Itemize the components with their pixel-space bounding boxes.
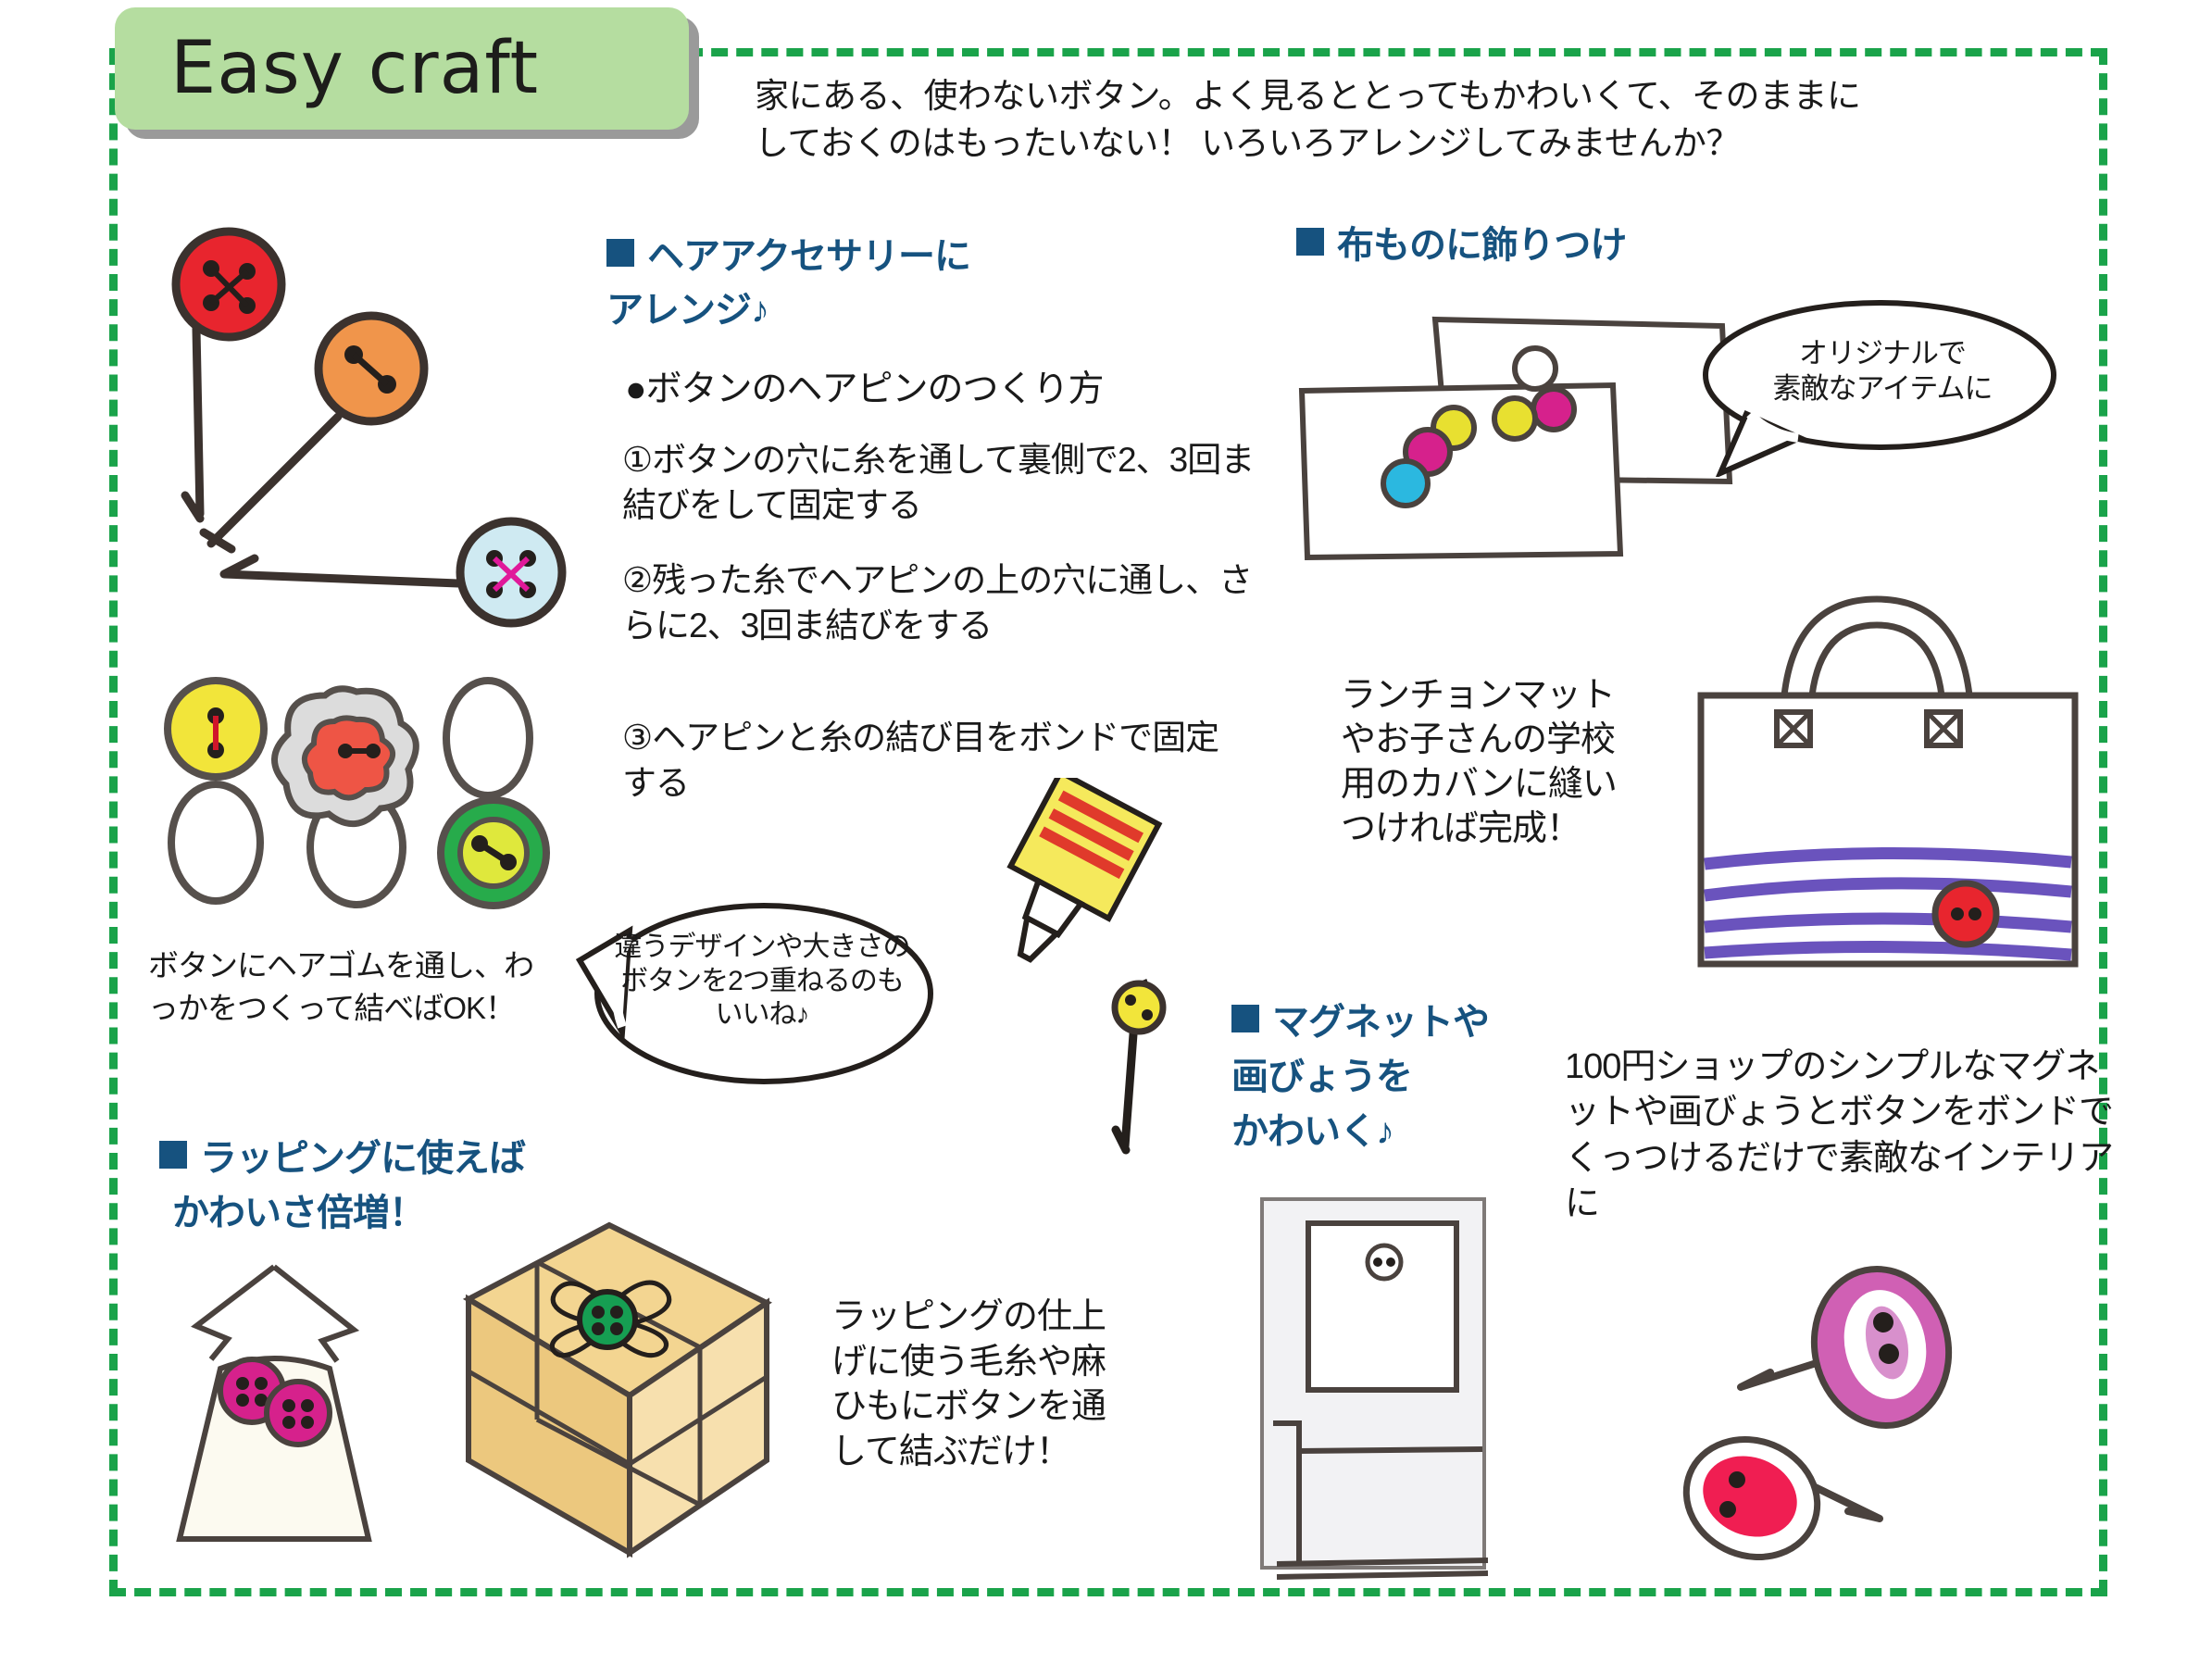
heading-fabric-text: 布ものに飾りつけ bbox=[1337, 225, 1627, 266]
heading-wrapping-line2: かわいさ倍増！ bbox=[172, 1193, 426, 1234]
square-bullet-icon bbox=[159, 1141, 187, 1169]
section-heading-wrapping: ラッピングに使えば かわいさ倍増！ bbox=[159, 1132, 641, 1241]
section-heading-magnet: マグネットや 画びょうを かわいく♪ bbox=[1231, 995, 1537, 1160]
fabric-caption: ランチョンマットやお子さんの学校用のカバンに縫いつければ完成！ bbox=[1341, 676, 1618, 848]
gift-pouch-illustration bbox=[139, 1250, 407, 1556]
square-bullet-icon bbox=[1296, 228, 1324, 256]
bubble-fabric-line2: 素敵なアイテムに bbox=[1772, 371, 1993, 405]
heading-hair-line2: アレンジ♪ bbox=[606, 290, 769, 331]
square-bullet-icon bbox=[1231, 1005, 1259, 1032]
intro-text: 家にある、使わないボタン。よく見るととってもかわいくて、そのままに しておくのは… bbox=[755, 72, 1986, 167]
heading-magnet-line3: かわいく♪ bbox=[1231, 1111, 1394, 1153]
hairpin-illustration bbox=[139, 218, 574, 634]
intro-line-2: しておくのはもったいない！ いろいろアレンジしてみませんか？ bbox=[755, 124, 1740, 163]
magnet-caption: 100円ショップのシンプルなマグネットや画びょうとボタンをボンドでくっつけるだけ… bbox=[1565, 1047, 2114, 1224]
hair-step-1: ①ボタンの穴に糸を通して裏側で2、3回ま結びをして固定する bbox=[622, 441, 1255, 525]
heading-hair-line1: ヘアアクセサリーに bbox=[647, 236, 971, 277]
gift-box-illustration bbox=[407, 1190, 796, 1560]
intro-line-1: 家にある、使わないボタン。よく見るととってもかわいくて、そのままに bbox=[755, 77, 1861, 115]
hair-step-2: ②残った糸でヘアピンの上の穴に通し、さらに2、3回ま結びをする bbox=[622, 561, 1253, 645]
heading-wrapping-line1: ラッピングに使えば bbox=[200, 1138, 526, 1179]
pushpin-buttons-illustration bbox=[1667, 1241, 2037, 1602]
bubble-fabric-line1: オリジナルで bbox=[1799, 337, 1967, 369]
hair-subheading: ●ボタンのヘアピンのつくり方 bbox=[625, 369, 1105, 409]
title-plate: Easy craft bbox=[115, 7, 689, 130]
speech-bubble-original-item: オリジナルで 素敵なアイテムに bbox=[1683, 292, 2072, 477]
speech-bubble-design-tip: 違うデザインや大きさのボタンを2つ重ねるのもいいね♪ bbox=[556, 894, 944, 1093]
heading-magnet-line2: 画びょうを bbox=[1231, 1057, 1413, 1098]
bubble-design-tip-text: 違うデザインや大きさのボタンを2つ重ねるのもいいね♪ bbox=[614, 932, 911, 1031]
page-border bbox=[109, 48, 2107, 1596]
tote-bag-illustration bbox=[1681, 569, 2097, 991]
section-heading-hair: ヘアアクセサリーに アレンジ♪ bbox=[606, 230, 1042, 337]
hair-elastic-illustration bbox=[144, 671, 560, 912]
hair-elastic-caption: ボタンにヘアゴムを通し、わっかをつくって結べばOK！ bbox=[148, 948, 534, 1025]
fridge-board-illustration bbox=[1245, 1190, 1551, 1588]
wrapping-caption: ラッピングの仕上げに使う毛糸や麻ひもにボタンを通して結ぶだけ！ bbox=[831, 1297, 1106, 1471]
square-bullet-icon bbox=[606, 239, 634, 267]
glue-bottle-illustration bbox=[963, 768, 1231, 1167]
heading-magnet-line1: マグネットや bbox=[1272, 1002, 1490, 1043]
hair-step-3: ③ヘアピンと糸の結び目をボンドで固定する bbox=[622, 719, 1219, 803]
page-title: Easy craft bbox=[170, 27, 540, 110]
section-heading-fabric: 布ものに飾りつけ bbox=[1296, 215, 1627, 269]
placemat-illustration bbox=[1287, 306, 1880, 611]
